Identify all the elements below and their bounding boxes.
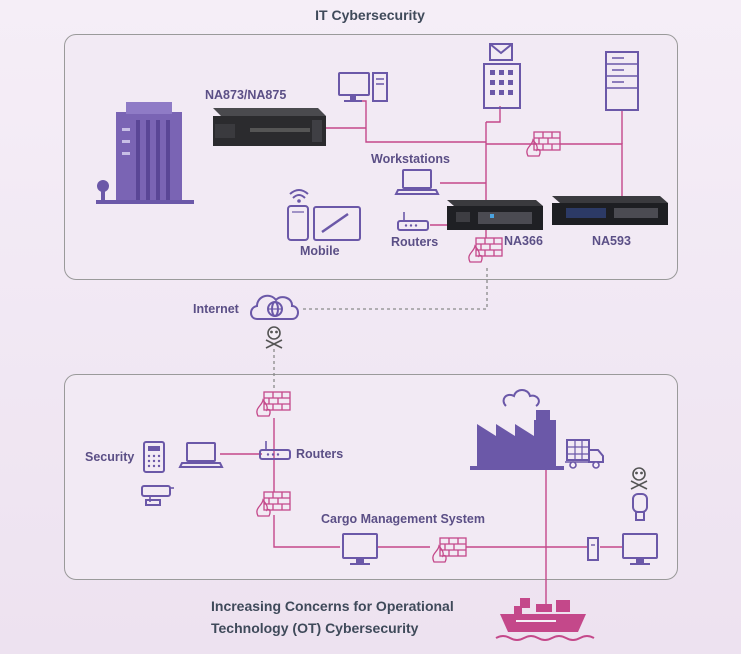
mail-server-building-icon [483, 43, 521, 109]
ot-links [220, 418, 622, 604]
firewall-icon [432, 537, 467, 563]
laptop-icon [178, 442, 224, 468]
cargo-label: Cargo Management System [321, 512, 485, 526]
router-icon [259, 441, 291, 460]
security-label: Security [85, 450, 134, 464]
firewall-icon [256, 391, 291, 417]
ot-panel [64, 374, 678, 580]
internet-link [303, 266, 488, 310]
office-building-icon [96, 102, 194, 204]
smartphone-icon [287, 205, 309, 241]
mobile-label: Mobile [300, 244, 340, 258]
firewall-icon [256, 491, 291, 517]
na873-label: NA873/NA875 [205, 88, 286, 102]
tablet-icon [313, 206, 361, 241]
cloud-globe-icon [250, 294, 299, 320]
monitor-icon [342, 533, 378, 565]
industrial-device-icon [587, 537, 599, 561]
na593-label: NA593 [592, 234, 631, 248]
it-links [325, 100, 623, 238]
router-icon [397, 212, 429, 231]
internet-label: Internet [193, 302, 240, 316]
workstations-label: Workstations [371, 152, 450, 166]
firewall-icon [468, 237, 503, 263]
bottom-title-line2: Technology (OT) Cybersecurity [211, 620, 419, 636]
na366-appliance [447, 200, 543, 230]
cctv-camera-icon [141, 485, 174, 506]
na366-label: NA366 [504, 234, 543, 248]
diagram-title: IT Cybersecurity [315, 7, 425, 23]
ot-routers-label: Routers [296, 447, 343, 461]
laptop-icon [394, 169, 440, 195]
bottom-title-line1: Increasing Concerns for Operational [211, 598, 454, 614]
factory-icon [470, 389, 564, 470]
firewall-icon [526, 131, 561, 157]
na593-appliance [552, 196, 668, 225]
keypad-icon [143, 441, 165, 473]
skull-crossbones-icon [630, 467, 648, 490]
server-tower-icon [605, 51, 639, 111]
desktop-pc-icon [338, 72, 388, 102]
routers-label: Routers [391, 235, 438, 249]
na873-appliance [213, 108, 326, 146]
wifi-icon [289, 189, 309, 203]
delivery-truck-icon [565, 439, 604, 469]
monitor-icon [622, 533, 658, 565]
cargo-ship-icon [495, 598, 595, 641]
skull-crossbones-icon [265, 326, 283, 349]
usb-drive-icon [632, 493, 648, 521]
